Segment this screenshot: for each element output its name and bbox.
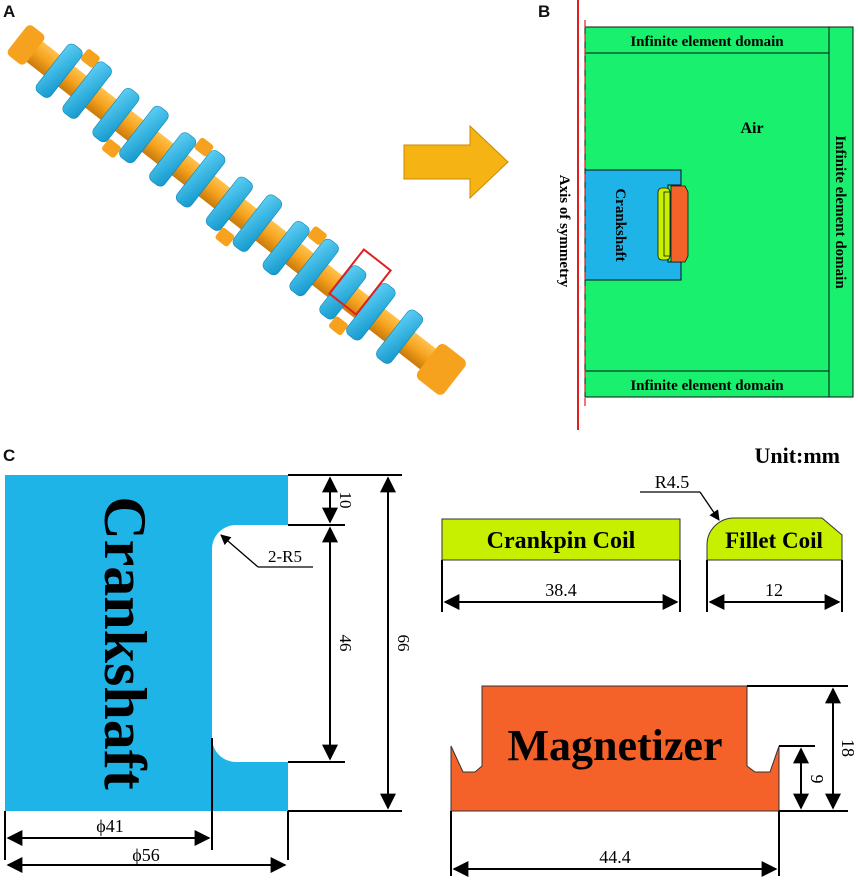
- panel-b-letter: B: [538, 2, 550, 21]
- front-journal-end: [7, 25, 45, 65]
- panel-b: B Infinite element domain Infinite eleme…: [538, 0, 854, 430]
- crankpin-coil-profile: [441, 518, 681, 561]
- unit-label: Unit:mm: [754, 443, 840, 468]
- dim-66: 66: [394, 635, 413, 652]
- dim-2r5: 2-R5: [268, 547, 302, 566]
- panel-a: A: [3, 2, 466, 395]
- panel-a-letter: A: [3, 2, 15, 21]
- highlight-box: [327, 248, 393, 316]
- transition-arrow: [403, 124, 509, 200]
- dim-18: 18: [838, 739, 858, 757]
- crankpin-coil-shape: [663, 191, 671, 257]
- dim-phi56: ϕ56: [132, 845, 159, 865]
- crankshaft-profile-label: Crankshaft: [92, 496, 158, 789]
- panel-c: C Unit:mm Crankshaft 10 46 66 2-R5 ϕ41 ϕ…: [3, 443, 858, 877]
- crankshaft-3d-illustration: [7, 25, 466, 395]
- crankshaft-section-label: Crankshaft: [612, 188, 628, 261]
- dim-9: 9: [807, 775, 827, 784]
- rear-flange: [416, 343, 466, 395]
- dim-phi41: ϕ41: [96, 816, 123, 836]
- dim-38-4: 38.4: [545, 580, 577, 600]
- crankshaft-profile: [5, 475, 288, 811]
- magnetizer-shape: [670, 185, 689, 263]
- fillet-coil-profile: [706, 517, 843, 561]
- dim-44-4: 44.4: [599, 847, 631, 867]
- axis-label: Axis of symmetry: [556, 175, 572, 288]
- dim-10: 10: [336, 492, 355, 509]
- magnetizer-label: Magnetizer: [508, 721, 723, 770]
- dim-12: 12: [765, 580, 783, 600]
- crank-pins: [81, 49, 348, 335]
- fillet-coil-label: Fillet Coil: [725, 528, 823, 553]
- crank-webs: [35, 43, 424, 364]
- infinite-domain-bottom-label: Infinite element domain: [630, 378, 784, 394]
- air-label: Air: [740, 120, 763, 137]
- panel-c-letter: C: [3, 446, 15, 465]
- dim-r4-5: R4.5: [655, 472, 690, 492]
- infinite-domain-right-label: Infinite element domain: [832, 135, 848, 289]
- crankpin-coil-label: Crankpin Coil: [487, 528, 636, 554]
- crankshaft-section: [584, 169, 682, 281]
- infinite-domain-top-label: Infinite element domain: [630, 34, 784, 50]
- dim-46: 46: [336, 635, 355, 652]
